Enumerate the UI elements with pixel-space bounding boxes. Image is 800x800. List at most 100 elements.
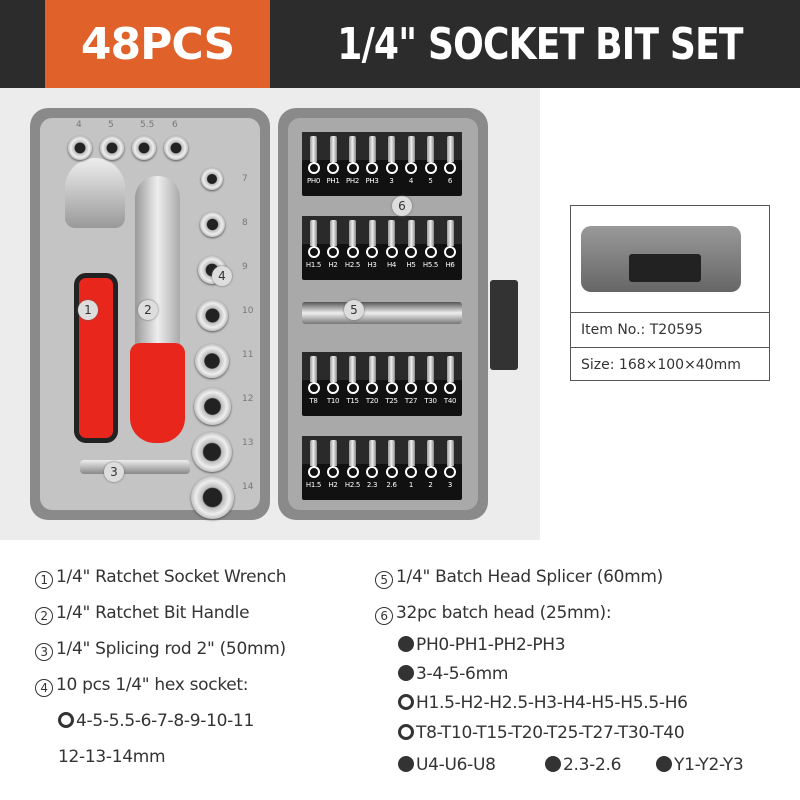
bit-size: PH1 bbox=[326, 177, 340, 185]
bit-shank bbox=[349, 220, 356, 246]
bits-spanner: U4-U6-U8 bbox=[398, 754, 496, 776]
bit-hex-icon bbox=[444, 246, 456, 258]
bit-shank bbox=[349, 136, 356, 162]
bit-shank bbox=[368, 440, 376, 466]
bit-torx-icon bbox=[366, 382, 378, 394]
bit-shank bbox=[368, 220, 376, 246]
bit-shank bbox=[349, 440, 356, 466]
bit-hex-icon bbox=[327, 246, 339, 258]
bit-phillips-slotted-icon bbox=[405, 162, 417, 174]
bit-size: H1.5 bbox=[305, 261, 322, 269]
bit-label: H1.5 bbox=[304, 246, 323, 269]
bit-size: 2.3 bbox=[366, 481, 378, 489]
bit-handle-grip bbox=[130, 343, 185, 443]
bit-shank bbox=[368, 356, 376, 382]
socket-size-label: 11 bbox=[242, 350, 254, 360]
bit-shank bbox=[329, 440, 337, 466]
bits-tri-wing: Y1-Y2-Y3 bbox=[656, 754, 744, 776]
bit-shank bbox=[427, 440, 434, 466]
bit-label: H5.5 bbox=[421, 246, 440, 269]
socket bbox=[164, 136, 188, 160]
bit-shank bbox=[329, 136, 337, 162]
bit-row-back bbox=[302, 436, 462, 466]
bit-phillips-slotted-icon bbox=[366, 162, 378, 174]
bit-security-icon bbox=[385, 466, 398, 478]
item-number: Item No.: T20595 bbox=[571, 312, 769, 347]
bit-shank bbox=[446, 440, 454, 466]
bit-row-back bbox=[302, 132, 462, 162]
bit-size: H2.5 bbox=[344, 481, 361, 489]
bit-hex-icon bbox=[385, 246, 398, 258]
bit-size: H4 bbox=[386, 261, 397, 269]
bit-phillips-slotted-icon bbox=[444, 162, 456, 174]
bit-shank bbox=[329, 220, 337, 246]
bit-label: T25 bbox=[382, 382, 401, 405]
bit-size: 2.6 bbox=[386, 481, 397, 489]
bit-label: PH3 bbox=[363, 162, 382, 185]
bit-label: PH2 bbox=[343, 162, 362, 185]
bit-label: H2 bbox=[324, 246, 343, 269]
piece-count-badge: 48PCS bbox=[45, 0, 270, 88]
bit-shank bbox=[407, 356, 415, 382]
socket-size-label: 13 bbox=[242, 438, 254, 448]
socket-size-label: 10 bbox=[242, 306, 254, 316]
bits-phillips: PH0-PH1-PH2-PH3 bbox=[398, 634, 566, 656]
torx-icon bbox=[398, 724, 414, 740]
bit-size: 3 bbox=[389, 177, 394, 185]
bit-phillips-slotted-icon bbox=[385, 162, 398, 174]
bit-label: H6 bbox=[441, 246, 460, 269]
bit-size: T30 bbox=[424, 397, 437, 405]
bits-triangle: 2.3-2.6 bbox=[545, 754, 621, 776]
bits-hex: H1.5-H2-H2.5-H3-H4-H5-H5.5-H6 bbox=[398, 692, 688, 714]
socket bbox=[196, 300, 228, 331]
bit-size: H5.5 bbox=[422, 261, 439, 269]
bit-label: H3 bbox=[363, 246, 382, 269]
bits-slotted: 3-4-5-6mm bbox=[398, 663, 508, 685]
bit-label: H1.5 bbox=[304, 466, 323, 489]
socket bbox=[192, 432, 232, 472]
socket-size-label: 9 bbox=[242, 262, 248, 272]
bit-hex-icon bbox=[366, 246, 378, 258]
bit-label: 6 bbox=[441, 162, 460, 185]
bit-size: T40 bbox=[443, 397, 457, 405]
bit-size: T20 bbox=[365, 397, 379, 405]
bit-shank bbox=[427, 220, 434, 246]
bit-size: H3 bbox=[367, 261, 377, 269]
bit-shank bbox=[310, 440, 317, 466]
bit-label: H5 bbox=[402, 246, 421, 269]
bit-label: T40 bbox=[441, 382, 460, 405]
socket bbox=[100, 136, 124, 160]
hex-socket-icon bbox=[58, 712, 74, 728]
bit-label: H2 bbox=[324, 466, 343, 489]
bit-phillips-slotted-icon bbox=[346, 162, 359, 174]
closed-case-latch bbox=[629, 254, 701, 282]
socket-sizes-line-2: 12-13-14mm bbox=[58, 747, 166, 767]
header-banner: 48PCS 1/4" SOCKET BIT SET bbox=[0, 0, 800, 88]
bit-security-icon bbox=[444, 466, 456, 478]
socket-size-label: 6 bbox=[172, 120, 178, 130]
bit-phillips-slotted-icon bbox=[307, 162, 320, 174]
bit-security-icon bbox=[366, 466, 378, 478]
socket-size-label: 8 bbox=[242, 218, 248, 228]
closed-case-image bbox=[571, 206, 769, 312]
bit-label: 5 bbox=[421, 162, 440, 185]
callout-marker: 2 bbox=[138, 300, 158, 320]
callout-marker: 4 bbox=[212, 266, 232, 286]
bit-phillips-slotted-icon bbox=[327, 162, 339, 174]
bit-size: H1.5 bbox=[305, 481, 322, 489]
bit-size: H5 bbox=[406, 261, 416, 269]
bit-shank bbox=[446, 220, 454, 246]
bit-label: PH0 bbox=[304, 162, 323, 185]
bit-label: 2.6 bbox=[382, 466, 401, 489]
bit-shank bbox=[407, 220, 415, 246]
bit-shank bbox=[349, 356, 356, 382]
bit-torx-icon bbox=[424, 382, 437, 394]
socket bbox=[199, 212, 225, 237]
bit-size: T27 bbox=[404, 397, 418, 405]
bit-shank bbox=[310, 356, 317, 382]
bit-size: T25 bbox=[385, 397, 398, 405]
